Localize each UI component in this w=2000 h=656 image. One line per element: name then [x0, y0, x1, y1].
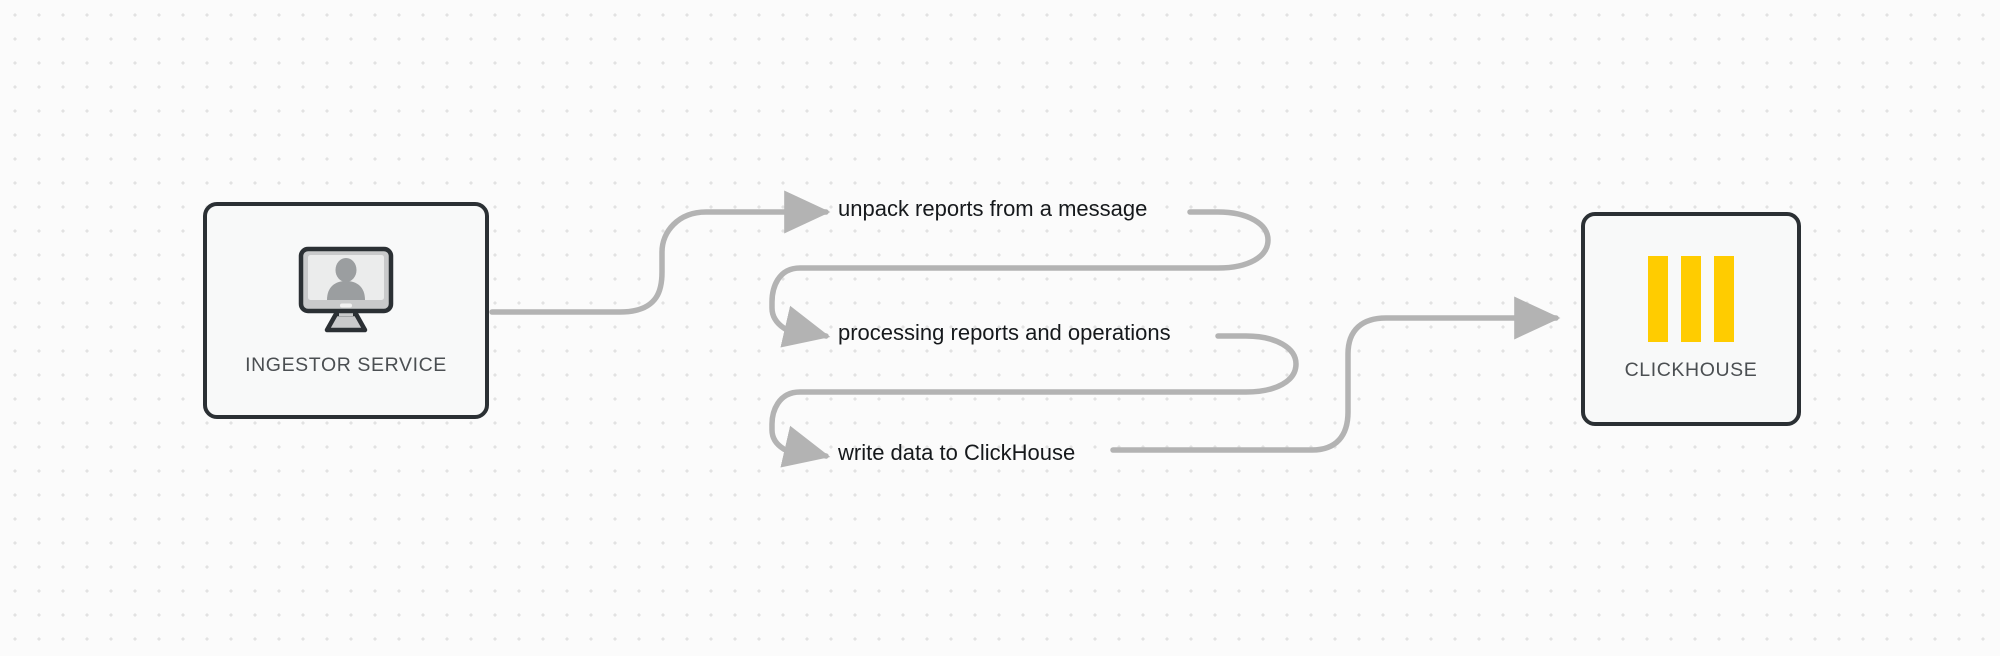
edge-label-write-data: write data to ClickHouse — [838, 440, 1076, 465]
edge-path-3 — [1110, 296, 1561, 453]
edge-label-unpack-reports: unpack reports from a message — [838, 196, 1148, 221]
edge-path-2-loop — [769, 333, 1299, 459]
edge-arrow-3 — [780, 425, 831, 468]
clickhouse-bars-icon — [1642, 256, 1740, 342]
node-clickhouse[interactable]: CLICKHOUSE — [1581, 212, 1801, 426]
edge-path-1-loop — [769, 209, 1271, 339]
edge-arrow-2 — [780, 305, 831, 348]
monitor-user-icon — [294, 244, 398, 336]
edge-path-1 — [489, 190, 831, 315]
node-clickhouse-label: CLICKHOUSE — [1624, 359, 1758, 381]
edge-label-processing-reports: processing reports and operations — [838, 320, 1171, 345]
node-ingestor-service[interactable]: INGESTOR SERVICE — [203, 202, 489, 419]
node-ingestor-label: INGESTOR SERVICE — [245, 354, 447, 376]
